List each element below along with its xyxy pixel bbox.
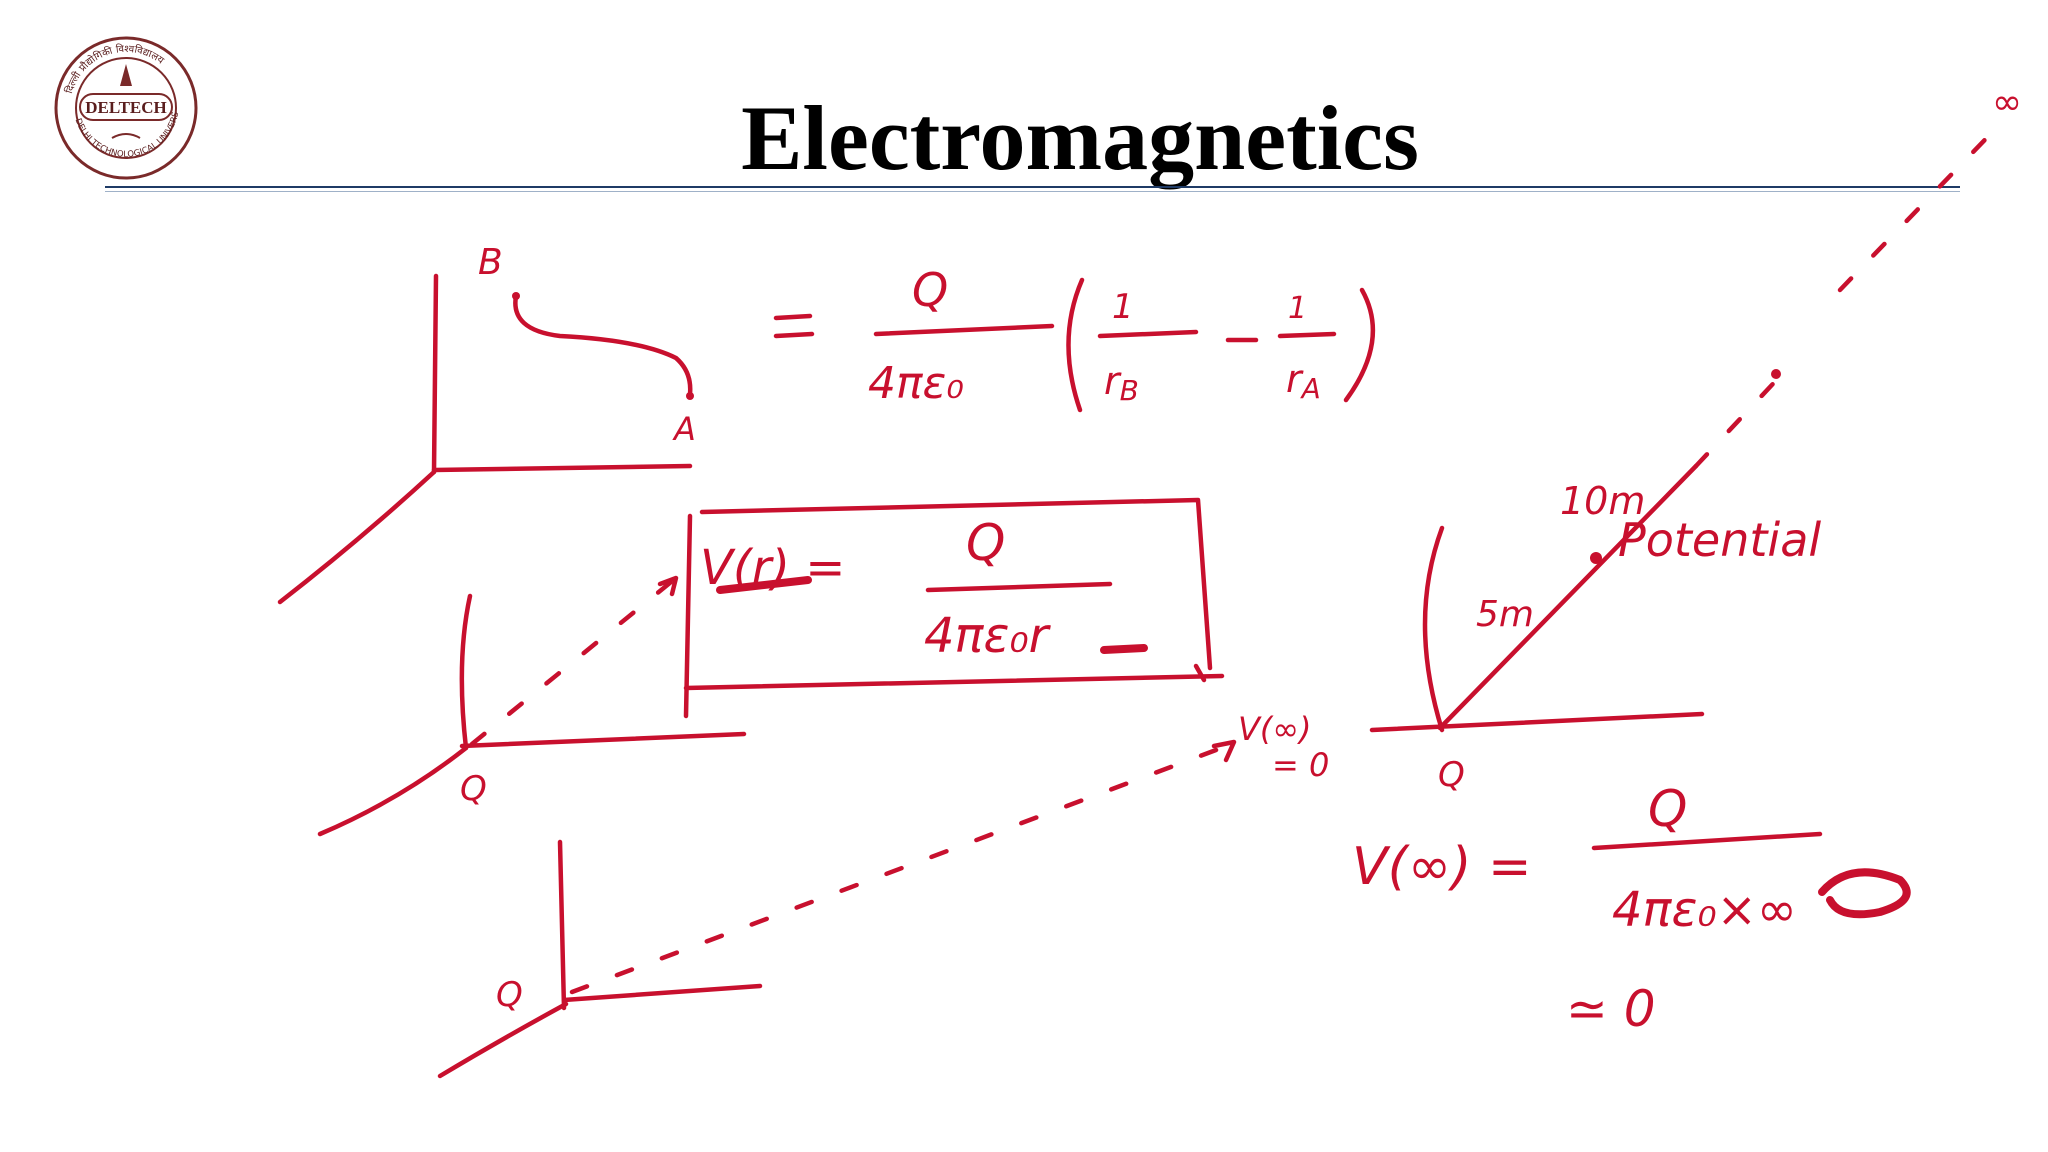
diagram-charge-3: Q V(∞) = 0 — [437, 710, 1329, 1079]
eq1-term1-num: 1 — [1112, 287, 1134, 327]
boxed-numerator: Q — [966, 514, 1005, 572]
distance-10m: 10m — [1560, 479, 1645, 523]
boxed-denominator: 4πε₀r — [924, 608, 1052, 664]
boxed-formula-potential: V(r) = Q 4πε₀r — [683, 497, 1225, 719]
title-underline-secondary — [105, 191, 1960, 192]
eq1-numerator: Q — [912, 263, 948, 317]
eq1-term2-num: 1 — [1288, 291, 1307, 326]
diagram-path-b-to-a: B A — [277, 242, 696, 605]
potential-label: Potential — [1618, 513, 1821, 567]
university-logo: दिल्ली प्रौद्योगिकी विश्वविद्यालय DELHI … — [50, 34, 198, 180]
eq1-term1-den: rB — [1104, 359, 1139, 407]
equation-potential-at-infinity: V(∞) = Q 4πε₀×∞ ≃ 0 — [1352, 780, 1911, 1038]
slide-title: Electromagnetics — [741, 87, 1419, 189]
distance-5m: 5m — [1476, 594, 1534, 635]
charge-label-3: Q — [496, 975, 523, 1015]
title-underline — [105, 186, 1960, 188]
charge-label-right: Q — [1438, 755, 1465, 795]
point-a-label: A — [672, 410, 696, 448]
v-infinity-value: = 0 — [1272, 746, 1329, 784]
eq1-term2-den: rA — [1286, 357, 1321, 405]
equation-potential-difference: Q 4πε₀ 1 rB 1 rA — [773, 263, 1376, 413]
eq1-denominator: 4πε₀ — [868, 358, 964, 409]
v-inf-eq-lhs: V(∞) = — [1352, 837, 1532, 897]
v-inf-eq-denominator: 4πε₀×∞ — [1612, 882, 1797, 938]
point-b-label: B — [478, 242, 503, 283]
logo-center-text: DELTECH — [85, 98, 167, 117]
diagram-distance-potential: Q 5m 10m Potential ∞ — [1369, 82, 2022, 795]
v-infinity-label: V(∞) — [1238, 710, 1312, 748]
infinity-label: ∞ — [1992, 82, 2022, 123]
diagram-charge-2: Q — [317, 575, 747, 837]
v-inf-eq-numerator: Q — [1648, 780, 1687, 838]
approx-zero: ≃ 0 — [1566, 980, 1656, 1038]
charge-label-2: Q — [460, 769, 487, 809]
